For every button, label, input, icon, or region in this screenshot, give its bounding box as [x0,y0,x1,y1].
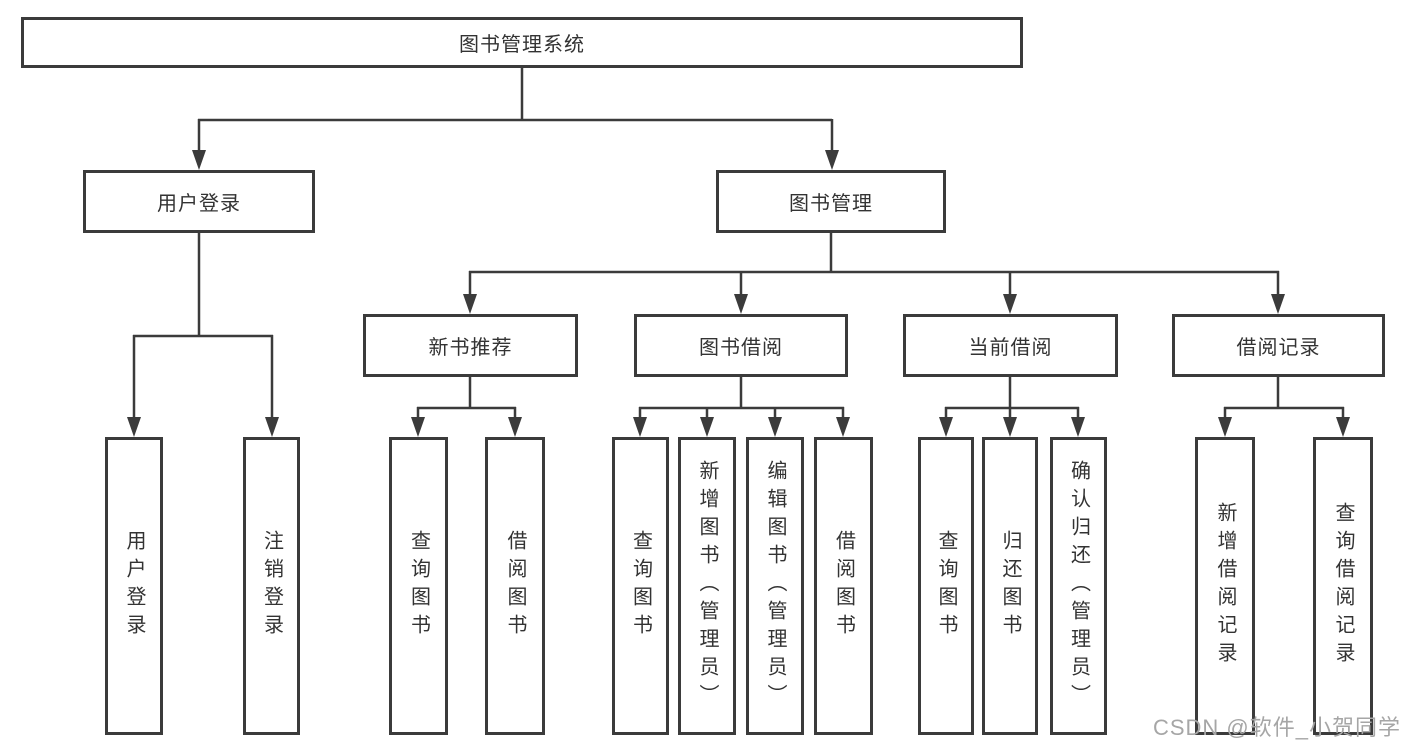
fork-book-management [463,233,1285,314]
leaf-query-books-3: 查询图书 [918,437,974,735]
node-book-borrow-label: 图书借阅 [699,337,783,359]
leaf-query-books-1: 查询图书 [389,437,448,735]
leaf-query-books-2: 查询图书 [612,437,669,735]
leaf-borrow-books-2: 借阅图书 [814,437,873,735]
leaf-return-book: 归还图书 [982,437,1038,735]
node-user-login-branch: 用户登录 [83,170,315,233]
leaf-query-books-2-label: 查询图书 [629,530,652,642]
node-current-borrow: 当前借阅 [903,314,1118,377]
leaf-user-login-label: 用户登录 [123,530,145,642]
fork-new-book [411,377,522,437]
leaf-confirm-return-admin-label: 确认归还（管理员） [1067,460,1090,712]
leaf-borrow-books-1: 借阅图书 [485,437,545,735]
node-root-library-system: 图书管理系统 [21,17,1023,68]
fork-root [192,68,839,170]
fork-borrow-records [1218,377,1350,437]
csdn-watermark: CSDN @软件_小贺同学 [1152,715,1401,740]
fork-user-login [127,233,279,437]
node-borrow-records-label: 借阅记录 [1236,337,1321,359]
leaf-edit-book-admin-label: 编辑图书（管理员） [764,460,786,712]
leaf-return-book-label: 归还图书 [999,530,1021,642]
leaf-query-books-3-label: 查询图书 [935,530,957,642]
leaf-logout: 注销登录 [243,437,300,735]
node-new-book-recommend: 新书推荐 [363,314,578,377]
leaf-query-books-1-label: 查询图书 [407,530,430,642]
leaf-query-borrow-record-label: 查询借阅记录 [1332,502,1354,670]
fork-current-borrow [939,377,1085,437]
node-user-login-branch-label: 用户登录 [157,193,241,215]
node-book-management-branch: 图书管理 [716,170,946,233]
node-book-borrow: 图书借阅 [634,314,848,377]
leaf-add-borrow-record-label: 新增借阅记录 [1214,502,1236,670]
node-borrow-records: 借阅记录 [1172,314,1385,377]
leaf-logout-label: 注销登录 [260,530,283,642]
leaf-add-borrow-record: 新增借阅记录 [1195,437,1255,735]
leaf-user-login: 用户登录 [105,437,163,735]
leaf-borrow-books-1-label: 借阅图书 [504,530,526,642]
leaf-query-borrow-record: 查询借阅记录 [1313,437,1373,735]
node-book-management-branch-label: 图书管理 [789,193,873,215]
node-current-borrow-label: 当前借阅 [968,337,1053,359]
leaf-add-book-admin: 新增图书（管理员） [678,437,736,735]
leaf-edit-book-admin: 编辑图书（管理员） [746,437,804,735]
leaf-confirm-return-admin: 确认归还（管理员） [1050,437,1107,735]
node-root-label: 图书管理系统 [459,34,585,56]
fork-book-borrow [633,377,850,437]
node-new-book-recommend-label: 新书推荐 [428,337,513,359]
leaf-add-book-admin-label: 新增图书（管理员） [696,460,718,712]
leaf-borrow-books-2-label: 借阅图书 [832,530,855,642]
